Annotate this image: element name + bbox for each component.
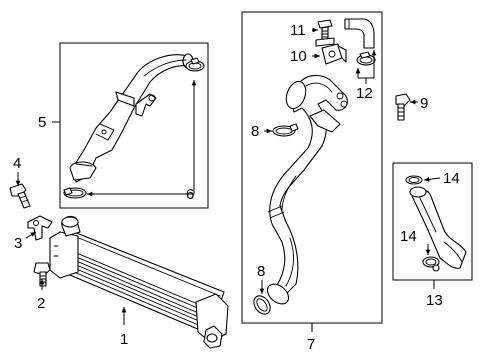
clamp-6-lower: [63, 187, 87, 199]
bolt-4: [9, 183, 31, 209]
callout-14-upper: 14: [443, 170, 460, 187]
hose-13: [409, 186, 467, 269]
clamp-8-lower: [253, 295, 271, 315]
callout-12: 12: [356, 85, 373, 102]
callout-labels: 1 2 3 4 5 6 7 8 8 9 10 11 12 13 14 14: [13, 22, 460, 353]
callout-10: 10: [290, 48, 307, 65]
intake-duct-5: [69, 53, 194, 183]
callout-2: 2: [37, 295, 45, 312]
bolt-11: [315, 19, 335, 47]
clamp-14-upper: [405, 175, 423, 185]
clamp-6-upper: [185, 57, 205, 72]
clamp-8-upper: [272, 123, 299, 137]
callout-5: 5: [38, 114, 46, 131]
callout-4: 4: [13, 155, 21, 172]
hose-assembly-7: [266, 74, 348, 305]
elbow-hose-12: [344, 18, 375, 49]
callout-3: 3: [14, 235, 22, 252]
intercooler: [49, 215, 229, 349]
callout-8-upper: 8: [251, 123, 259, 140]
callout-7: 7: [307, 336, 315, 353]
group-box-13: [392, 162, 473, 281]
callout-1: 1: [120, 331, 128, 348]
leader-lines: [15, 27, 441, 332]
bolt-2: [33, 262, 51, 287]
group-box-5-6: [59, 42, 209, 209]
clamp-12: [356, 51, 376, 66]
bracket-3: [27, 215, 53, 241]
clamp-14-lower: [422, 256, 440, 272]
callout-14-lower: 14: [400, 228, 417, 245]
callout-8-lower: 8: [257, 263, 265, 280]
callout-11: 11: [290, 22, 306, 39]
bolt-9: [395, 93, 411, 121]
clip-10: [321, 43, 347, 65]
callout-6: 6: [186, 186, 194, 203]
callout-13: 13: [426, 292, 443, 309]
callout-9: 9: [420, 95, 428, 112]
